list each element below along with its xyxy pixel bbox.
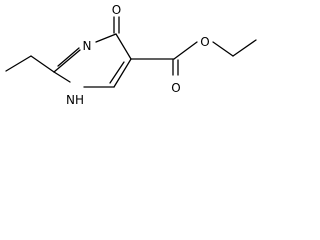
ester-carbonyl-oxygen-label: O — [171, 81, 180, 95]
molecule-structure: O N NH O O — [5, 3, 257, 107]
bond-ethyl-ch2-c2 — [30, 55, 55, 73]
bond-c2-n3-inner — [57, 47, 80, 67]
bond-ester-c-o-single — [173, 41, 198, 60]
bond-c5-c6-inner — [109, 61, 125, 84]
bond-c5-c6 — [113, 58, 132, 88]
ring-nh-label: NH — [66, 93, 84, 107]
bond-c4-c5 — [115, 33, 132, 60]
bond-n1-c2 — [53, 71, 71, 83]
ring-nitrogen-label: N — [83, 39, 92, 53]
bond-ester-o-ch2 — [212, 41, 234, 57]
ester-ether-oxygen-label: O — [200, 35, 209, 49]
bond-c2-n3 — [53, 49, 81, 73]
bond-n3-c4 — [95, 33, 117, 43]
bond-ethyl-ch3-ch2 — [5, 55, 32, 72]
bond-ethyl-ch2-ch3 — [232, 39, 257, 57]
carbonyl-oxygen-label: O — [112, 3, 121, 17]
